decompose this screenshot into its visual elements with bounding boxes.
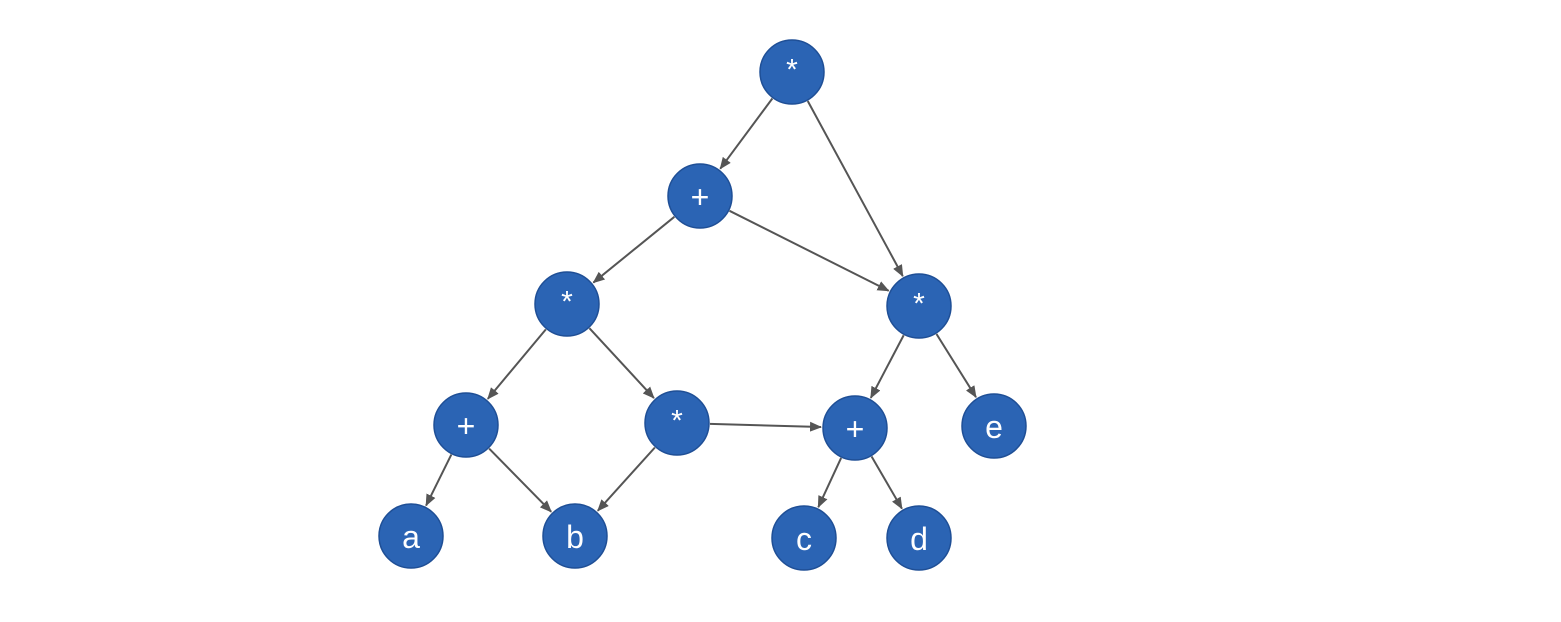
diagram-node-n3: * <box>534 271 600 337</box>
edge-arrow-n2-n4 <box>729 209 890 292</box>
diagram-node-n8: e <box>961 393 1027 459</box>
node-label: * <box>561 286 573 319</box>
edge-arrow-n6-n7 <box>709 421 823 432</box>
edge-arrow-n4-n7 <box>869 334 905 399</box>
node-circle <box>759 39 825 105</box>
diagram-node-n6: * <box>644 390 710 456</box>
node-label: + <box>457 408 476 444</box>
diagram-node-n4: * <box>886 273 952 339</box>
node-label: * <box>913 288 925 321</box>
edge-arrow-n6-n10 <box>597 446 656 512</box>
diagram-node-n9: a <box>378 503 444 569</box>
node-label: * <box>671 405 683 438</box>
node-circle <box>886 273 952 339</box>
diagram-node-n11: c <box>771 505 837 571</box>
node-circle <box>667 163 733 229</box>
node-circle <box>822 395 888 461</box>
node-circle <box>433 392 499 458</box>
node-label: + <box>691 179 710 215</box>
node-label: c <box>796 521 812 557</box>
node-label: a <box>402 519 420 555</box>
edge-arrow-n3-n5 <box>487 328 547 400</box>
edge-arrow-n7-n12 <box>870 456 903 510</box>
edge-arrow-n1-n2 <box>719 97 774 170</box>
node-label: b <box>566 519 584 555</box>
edge-arrow-n2-n3 <box>592 216 676 284</box>
node-label: d <box>910 521 928 557</box>
node-circle <box>961 393 1027 459</box>
diagram-node-n5: + <box>433 392 499 458</box>
node-circle <box>644 390 710 456</box>
edges-layer <box>425 97 977 513</box>
node-circle <box>534 271 600 337</box>
edge-arrow-n5-n10 <box>488 447 552 513</box>
edge-arrow-n7-n11 <box>817 457 843 509</box>
diagram-node-n12: d <box>886 505 952 571</box>
diagram-node-n2: + <box>667 163 733 229</box>
node-label: * <box>786 54 798 87</box>
edge-arrow-n3-n6 <box>588 327 655 399</box>
node-circle <box>542 503 608 569</box>
diagram-node-n10: b <box>542 503 608 569</box>
node-label: + <box>846 411 865 447</box>
edge-arrow-n5-n9 <box>425 454 453 507</box>
edge-arrow-n4-n8 <box>935 333 977 399</box>
edge-arrow-n1-n4 <box>806 100 904 277</box>
diagram-node-n1: * <box>759 39 825 105</box>
node-circle <box>378 503 444 569</box>
node-circle <box>771 505 837 571</box>
node-label: e <box>985 409 1003 445</box>
nodes-layer: * + * * + * + e a b c d <box>378 39 1027 571</box>
diagram-node-n7: + <box>822 395 888 461</box>
node-circle <box>886 505 952 571</box>
